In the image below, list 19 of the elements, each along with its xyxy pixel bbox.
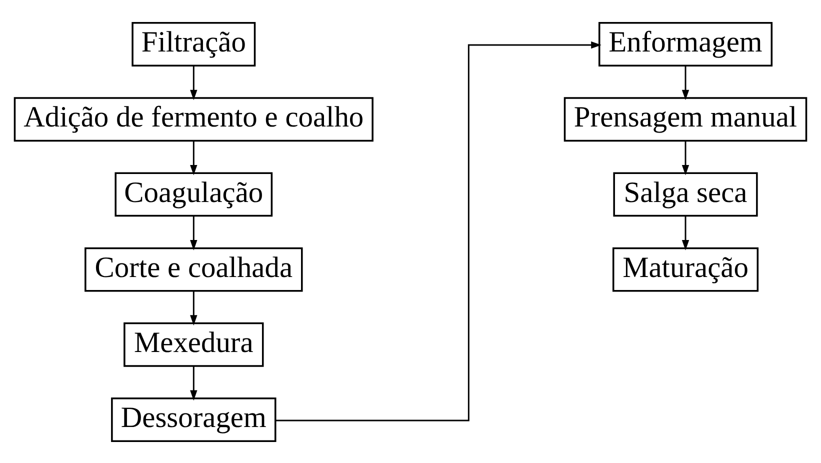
node-box: Corte e coalhada (84, 246, 303, 292)
arrow (682, 65, 690, 100)
node-box: Salga seca (613, 172, 758, 216)
arrow (682, 216, 690, 250)
arrow (190, 290, 198, 325)
node-box: Maturação (612, 246, 759, 292)
arrow (190, 366, 198, 400)
arrow (682, 140, 690, 175)
node-box: Mexedura (124, 322, 264, 366)
arrow (190, 140, 198, 175)
node-box: Coagulação (114, 172, 273, 216)
node-box: Enformagem (598, 22, 773, 66)
arrow (190, 65, 198, 100)
arrow (190, 216, 198, 250)
node-box: Prensagem manual (564, 96, 808, 142)
node-box: Dessoragem (111, 397, 276, 442)
node-box: Adição de fermento e coalho (14, 96, 374, 142)
node-box: Filtração (132, 22, 256, 66)
arrow (275, 40, 602, 421)
